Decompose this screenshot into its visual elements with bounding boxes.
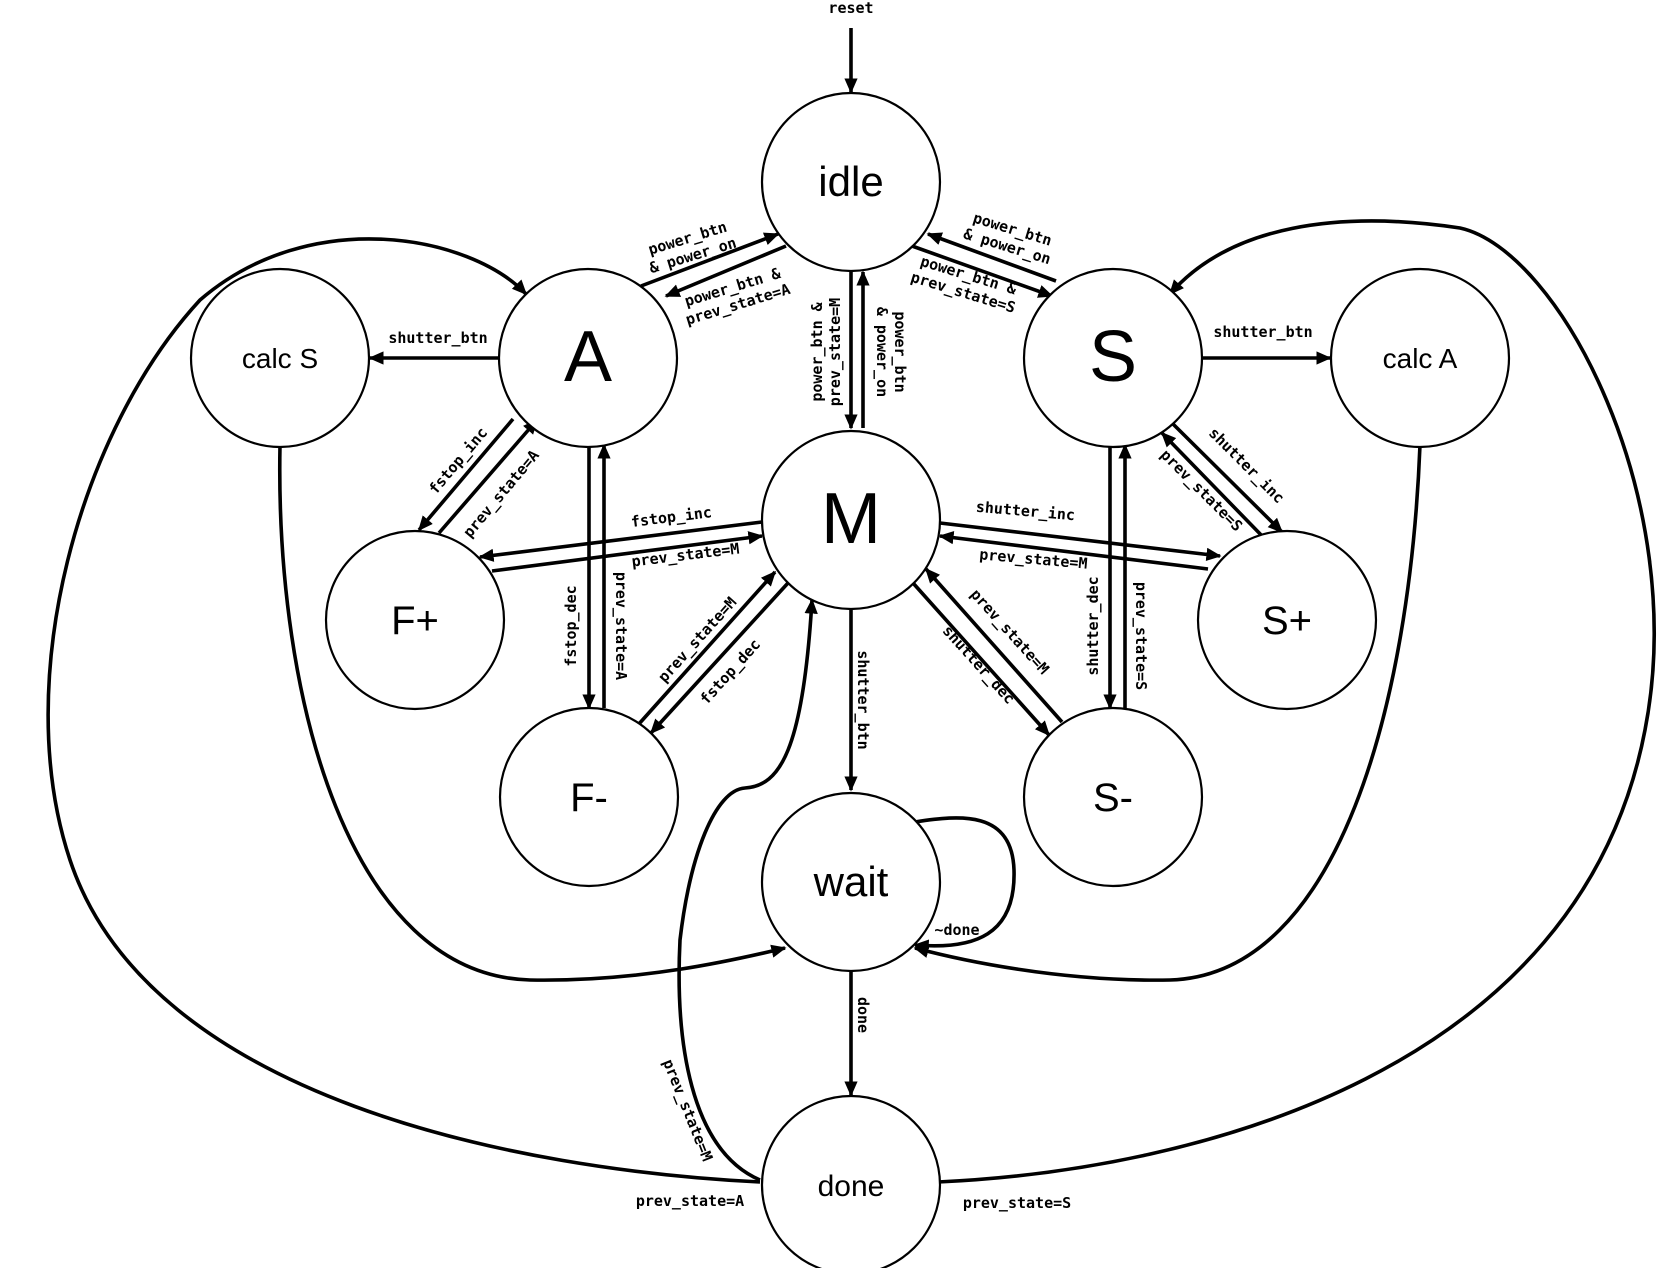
edge-a-to-fplus (417, 417, 515, 532)
edge-fplus-to-a (437, 418, 539, 535)
state-calc-a-label: calc A (1383, 343, 1458, 374)
state-idle-circle[interactable] (760, 91, 942, 273)
label-s-to-calc-a: shutter_btn (1213, 323, 1312, 341)
edge-s-to-idle (926, 232, 1057, 283)
edge-fplus-to-m (491, 531, 764, 573)
state-done-circle[interactable] (760, 1094, 942, 1268)
state-f-minus[interactable]: F- (498, 706, 680, 888)
state-calc-s-circle[interactable] (189, 267, 371, 449)
edge-idle-to-s (911, 244, 1054, 298)
label-m-to-fplus: fstop_inc (630, 503, 713, 531)
state-wait[interactable]: wait (760, 791, 942, 973)
state-calc-a-circle[interactable] (1329, 267, 1511, 449)
state-s-minus-circle[interactable] (1022, 706, 1204, 888)
state-m-circle[interactable] (760, 429, 942, 611)
state-s[interactable]: S (1022, 267, 1204, 449)
state-s-plus[interactable]: S+ (1196, 529, 1378, 711)
label-done-to-s: prev_state=S (963, 1194, 1071, 1212)
edge-wait-self-loop (913, 816, 1016, 953)
edge-m-to-sminus (911, 581, 1051, 737)
label-m-to-idle-1: power_btn & (808, 301, 826, 401)
label-idle-to-m-1: power_btn (891, 311, 909, 392)
edge-calc-a-to-wait (913, 444, 1422, 982)
state-s-circle[interactable] (1022, 267, 1204, 449)
state-s-plus-label: S+ (1262, 599, 1312, 643)
label-wait-self-loop: ~done (934, 921, 979, 939)
state-f-plus-label: F+ (391, 599, 439, 643)
edge-calc-s-to-wait (277, 444, 787, 982)
state-calc-a[interactable]: calc A (1329, 267, 1511, 449)
states: idle A S M calc S calc A F+ F- (189, 91, 1511, 1268)
state-calc-s[interactable]: calc S (189, 267, 371, 449)
state-f-minus-circle[interactable] (498, 706, 680, 888)
edge-done-to-m (677, 598, 818, 1182)
label-m-to-splus: shutter_inc (975, 498, 1076, 525)
state-f-minus-label: F- (570, 776, 608, 820)
label-m-to-idle-2: prev_state=M (826, 298, 844, 406)
state-idle-label: idle (818, 158, 883, 205)
state-done[interactable]: done (760, 1094, 942, 1268)
state-s-label: S (1089, 317, 1137, 397)
edge-a-to-idle (664, 244, 787, 298)
state-wait-circle[interactable] (760, 791, 942, 973)
state-m[interactable]: M (760, 429, 942, 611)
state-s-minus[interactable]: S- (1022, 706, 1204, 888)
label-idle-to-m-2: & power_on (873, 307, 891, 397)
edge-m-to-splus (939, 521, 1222, 562)
state-calc-s-label: calc S (242, 343, 318, 374)
label-sminus-to-s: prev_state=S (1132, 582, 1150, 690)
label-reset: reset (828, 0, 873, 17)
edge-done-to-a (46, 237, 761, 1184)
state-f-plus[interactable]: F+ (324, 529, 506, 711)
label-done-to-a: prev_state=A (636, 1192, 744, 1210)
state-s-minus-label: S- (1093, 776, 1133, 820)
transition-edges (46, 28, 1656, 1184)
edge-splus-to-m (938, 531, 1209, 571)
edge-sminus-to-m (924, 567, 1064, 724)
edge-splus-to-s (1160, 431, 1268, 542)
edge-m-to-fplus (478, 520, 763, 562)
label-a-to-calc-s: shutter_btn (388, 329, 487, 347)
state-m-label: M (821, 479, 881, 559)
state-done-label: done (818, 1170, 885, 1203)
state-a[interactable]: A (497, 267, 679, 449)
edge-idle-to-a (640, 232, 780, 288)
label-fminus-to-a: prev_state=A (612, 572, 630, 680)
state-a-label: A (564, 317, 612, 397)
state-a-circle[interactable] (497, 267, 679, 449)
state-idle[interactable]: idle (760, 91, 942, 273)
state-f-plus-circle[interactable] (324, 529, 506, 711)
edge-s-to-splus (1171, 422, 1284, 534)
edge-m-to-fminus (649, 581, 790, 735)
edge-fminus-to-m (636, 570, 777, 727)
state-s-plus-circle[interactable] (1196, 529, 1378, 711)
edge-done-to-s (937, 219, 1656, 1184)
label-a-to-fminus: fstop_dec (562, 585, 580, 666)
label-splus-to-m: prev_state=M (979, 545, 1089, 572)
label-s-to-sminus: shutter_dec (1084, 576, 1102, 675)
label-wait-to-done: done (854, 997, 872, 1033)
state-wait-label: wait (813, 858, 889, 905)
label-m-to-wait: shutter_btn (854, 650, 872, 749)
